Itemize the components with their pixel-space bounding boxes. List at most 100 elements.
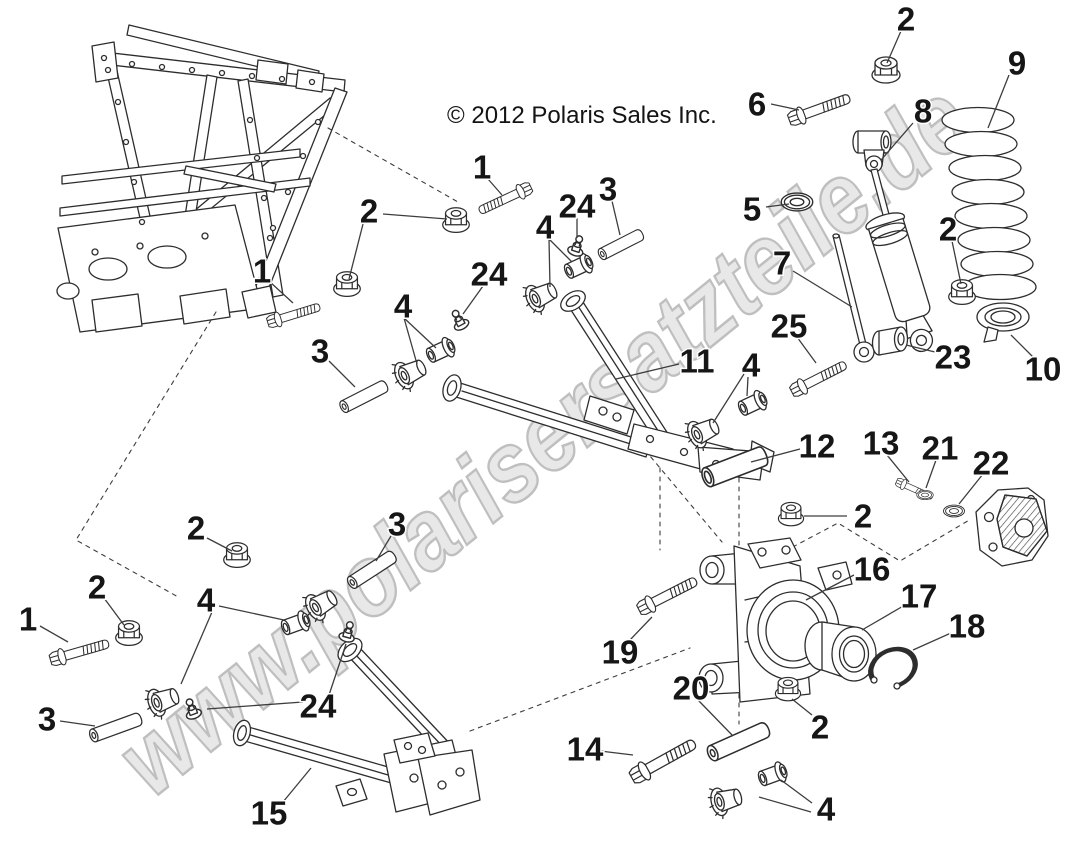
- callout-label: 4: [817, 791, 836, 828]
- lower-a-arm-drawing: [232, 637, 481, 816]
- callout-leader-line: [599, 750, 634, 756]
- callout-label: 1: [19, 601, 37, 638]
- callout-leader-line: [958, 473, 984, 505]
- washer-drawing: [780, 192, 814, 212]
- assembly-dashed-lines: [75, 127, 972, 732]
- coil-spring-drawing: [941, 106, 1037, 301]
- callout-label: 18: [949, 608, 986, 645]
- nut-drawing: [223, 542, 251, 569]
- callout-label: 14: [567, 731, 604, 768]
- callout-leader-line: [780, 779, 813, 804]
- callout-leader-line: [712, 373, 745, 424]
- callout-leader-line: [382, 213, 448, 220]
- callout-label: 21: [922, 430, 959, 467]
- callout-label: 4: [536, 209, 555, 246]
- callout-label: 24: [300, 688, 337, 725]
- callout-leader-line: [861, 604, 906, 631]
- callout-label: 4: [394, 288, 413, 325]
- flanged-bushing-drawing: [704, 780, 747, 822]
- callout-leader-line: [697, 699, 734, 737]
- callout-leader-line: [206, 537, 233, 552]
- callout-leader-line: [611, 200, 621, 236]
- shock-bushing-drawing: [871, 326, 909, 356]
- nut-drawing: [333, 271, 361, 298]
- spring-seat-drawing: [976, 302, 1030, 343]
- callout-label: 24: [471, 256, 508, 293]
- callout-leader-line: [548, 238, 551, 288]
- bearing-carrier-drawing: [698, 537, 853, 703]
- copyright-text: © 2012 Polaris Sales Inc.: [447, 102, 717, 129]
- sleeve-bushing-drawing: [755, 759, 791, 791]
- washer-drawing: [943, 504, 965, 518]
- callout-leader-line: [103, 597, 125, 626]
- callout-label: 2: [897, 1, 915, 38]
- callout-label: 3: [599, 171, 617, 208]
- callout-leader-line: [548, 238, 573, 263]
- callout-leader-line: [886, 30, 902, 64]
- callout-label: 24: [559, 188, 596, 225]
- callout-label: 13: [863, 425, 900, 462]
- callout-leader-line: [951, 240, 962, 285]
- callout-leader-line: [758, 796, 812, 813]
- callout-leader-line: [880, 122, 914, 161]
- callout-label: 7: [773, 245, 791, 282]
- bolt-drawing: [626, 733, 701, 788]
- callout-leader-line: [770, 103, 800, 111]
- callout-label: 20: [673, 670, 710, 707]
- callout-label: 19: [602, 634, 639, 671]
- shock-absorber-drawing: [852, 130, 934, 353]
- callout-leader-line: [746, 376, 749, 397]
- callout-leader-line: [886, 454, 910, 483]
- bolt-drawing: [475, 179, 535, 219]
- callout-leader-line: [912, 632, 952, 651]
- callout-label: 3: [38, 701, 56, 738]
- flanged-bushing-drawing: [387, 351, 433, 397]
- callout-leader-line: [765, 203, 790, 208]
- nut-drawing: [115, 620, 143, 647]
- callout-leader-line: [348, 223, 364, 280]
- bolt-drawing: [634, 572, 701, 619]
- frame-drawing: [56, 24, 348, 333]
- callout-label: 5: [743, 191, 761, 228]
- callout-label: 2: [854, 498, 872, 535]
- nut-drawing: [948, 279, 976, 306]
- callout-label: 4: [742, 347, 761, 384]
- frame-rivet-holes: [91, 54, 322, 266]
- callout-leader-line: [282, 767, 312, 803]
- callout-leader-line: [218, 605, 285, 621]
- callout-label: 2: [811, 709, 829, 746]
- callout-label: 3: [388, 506, 406, 543]
- callout-label: 3: [311, 333, 329, 370]
- callout-leader-line: [269, 281, 294, 304]
- pin-drawing: [596, 227, 646, 262]
- callout-label: 12: [799, 428, 836, 465]
- callout-leader-line: [792, 270, 853, 308]
- callout-label: 17: [901, 578, 938, 615]
- callout-label: 16: [854, 551, 891, 588]
- callout-leader-line: [328, 643, 347, 696]
- callout-label: 2: [88, 569, 106, 606]
- callout-leader-line: [905, 344, 936, 353]
- callout-leader-line: [805, 574, 855, 601]
- flanged-bushing-drawing: [518, 274, 564, 320]
- callout-leader-line: [925, 459, 937, 489]
- callout-leader-line: [375, 535, 392, 562]
- callout-leader-line: [206, 701, 304, 710]
- pin-drawing: [337, 378, 391, 415]
- callout-label: 2: [187, 510, 205, 547]
- nut-drawing: [774, 676, 802, 702]
- callout-label: 2: [360, 193, 378, 230]
- callout-leader-line: [628, 616, 653, 642]
- sleeve-bushing-drawing: [734, 387, 771, 420]
- callout-label: 8: [914, 93, 932, 130]
- callout-leader-line: [403, 317, 418, 365]
- nut-drawing: [442, 207, 470, 234]
- callout-leader-line: [791, 698, 813, 716]
- callout-leader-line: [328, 360, 356, 388]
- nut-drawing: [777, 501, 805, 527]
- callout-leader-line: [39, 625, 69, 643]
- callout-label: 6: [748, 86, 766, 123]
